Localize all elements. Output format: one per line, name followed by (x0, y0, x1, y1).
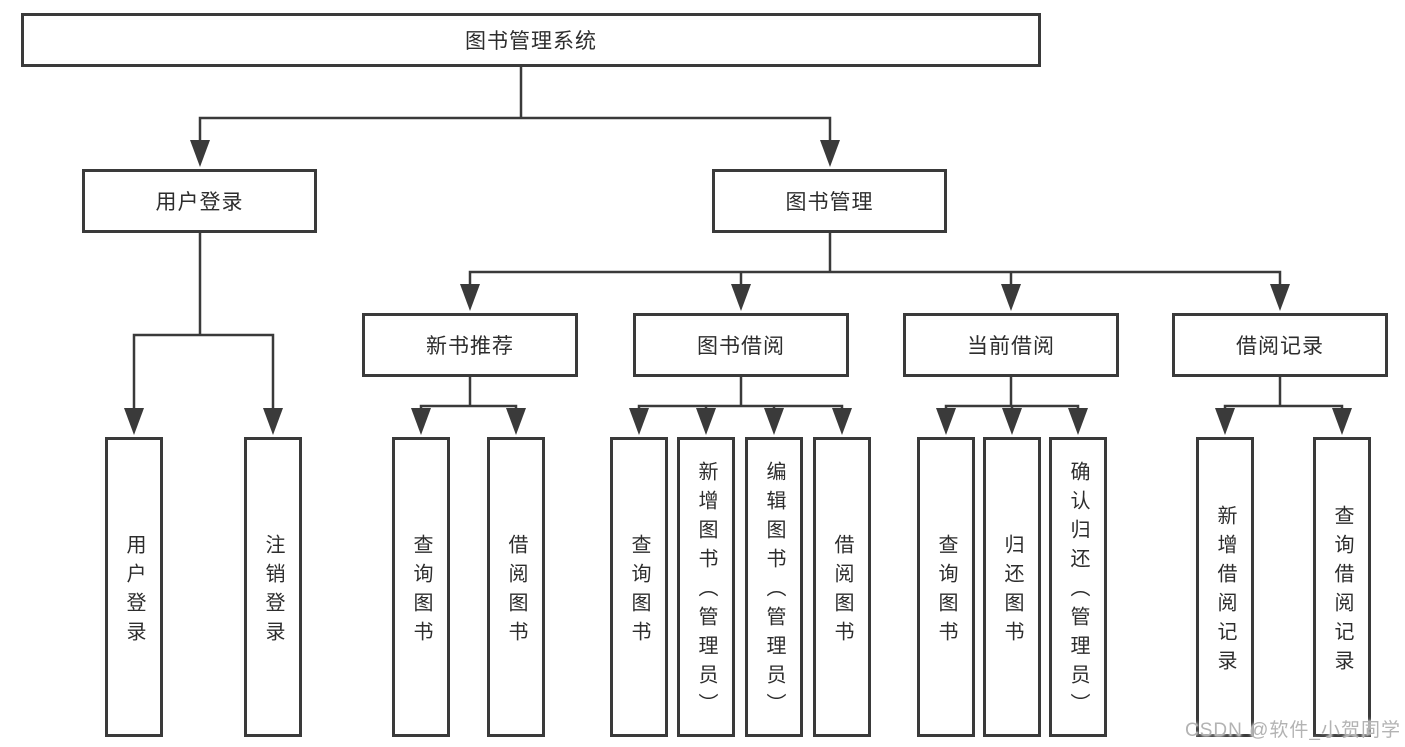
node-current-borrow: 当前借阅 (903, 313, 1119, 377)
node-user-login: 用户登录 (82, 169, 317, 233)
leaf-borrow-borrow-books-label: 借阅图书 (831, 533, 853, 650)
node-root-system: 图书管理系统 (21, 13, 1041, 67)
leaf-current-return-books-label: 归还图书 (1001, 533, 1023, 650)
connector-root-to-level2 (190, 66, 840, 167)
node-borrow-records: 借阅记录 (1172, 313, 1388, 377)
leaf-recommend-query-books-label: 查询图书 (410, 533, 432, 650)
leaf-borrow-edit-books-admin: 编辑图书（管理员） (745, 437, 803, 737)
leaf-current-confirm-return-admin: 确认归还（管理员） (1049, 437, 1107, 737)
leaf-borrow-query-books-label: 查询图书 (628, 533, 650, 650)
leaf-user-login: 用户登录 (105, 437, 163, 737)
node-book-management: 图书管理 (712, 169, 947, 233)
connector-login-to-leaves (124, 233, 283, 435)
leaf-records-query-record: 查询借阅记录 (1313, 437, 1371, 737)
leaf-borrow-add-books-admin-label: 新增图书（管理员） (695, 461, 717, 722)
leaf-current-query-books-label: 查询图书 (935, 533, 957, 650)
leaf-records-add-record: 新增借阅记录 (1196, 437, 1254, 737)
leaf-recommend-borrow-books-label: 借阅图书 (505, 533, 527, 650)
connector-current-to-leaves (936, 377, 1088, 435)
leaf-recommend-borrow-books: 借阅图书 (487, 437, 545, 737)
leaf-records-query-record-label: 查询借阅记录 (1331, 504, 1353, 679)
leaf-current-return-books: 归还图书 (983, 437, 1041, 737)
leaf-user-login-label: 用户登录 (123, 533, 145, 650)
csdn-watermark: CSDN @软件_小贺同学 (1185, 720, 1401, 741)
connector-borrow-to-leaves (629, 377, 852, 435)
leaf-current-confirm-return-admin-label: 确认归还（管理员） (1067, 461, 1089, 722)
leaf-recommend-query-books: 查询图书 (392, 437, 450, 737)
connector-records-to-leaves (1215, 377, 1352, 435)
leaf-logout-login-label: 注销登录 (262, 533, 284, 650)
leaf-borrow-query-books: 查询图书 (610, 437, 668, 737)
connector-recommend-to-leaves (411, 377, 526, 435)
leaf-records-add-record-label: 新增借阅记录 (1214, 504, 1236, 679)
leaf-borrow-add-books-admin: 新增图书（管理员） (677, 437, 735, 737)
connector-management-to-level3 (460, 233, 1290, 311)
node-book-borrow: 图书借阅 (633, 313, 849, 377)
leaf-current-query-books: 查询图书 (917, 437, 975, 737)
leaf-borrow-edit-books-admin-label: 编辑图书（管理员） (763, 461, 785, 722)
node-new-book-recommend: 新书推荐 (362, 313, 578, 377)
leaf-borrow-borrow-books: 借阅图书 (813, 437, 871, 737)
leaf-logout-login: 注销登录 (244, 437, 302, 737)
